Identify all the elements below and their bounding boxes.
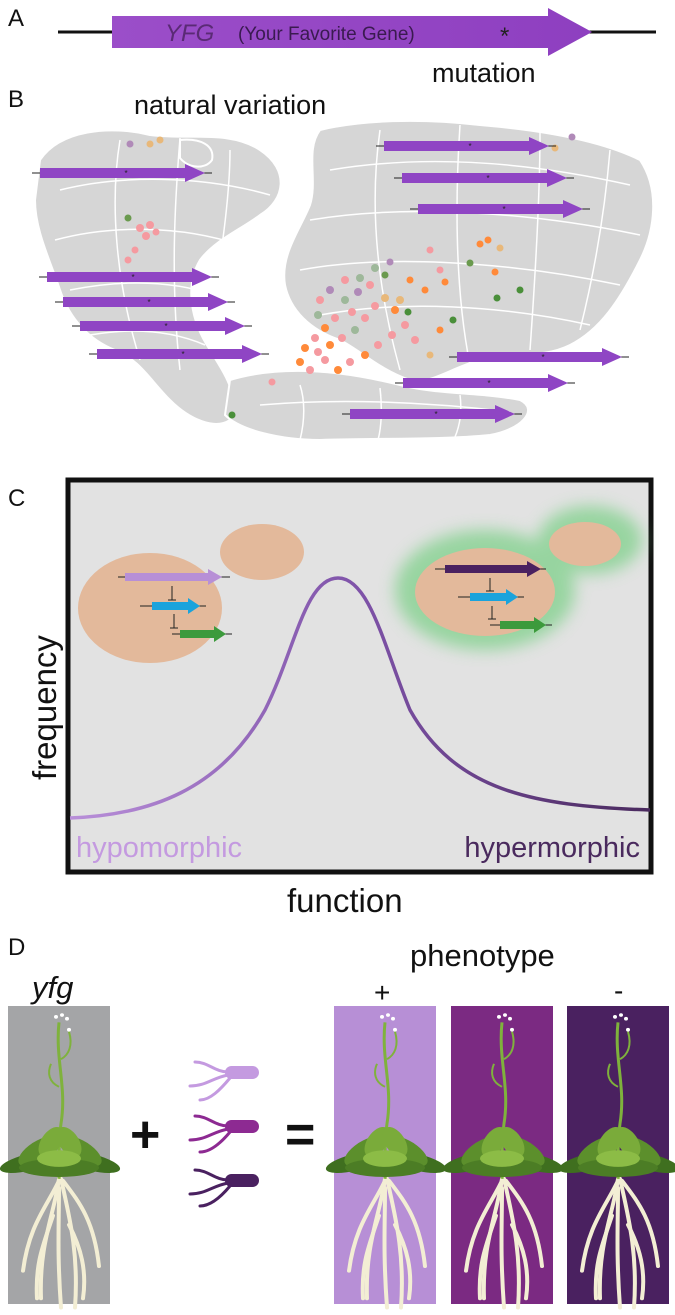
panel-b-label: B	[8, 86, 24, 113]
bacterium-light-icon	[188, 1060, 259, 1102]
panel-b-title: natural variation	[134, 90, 326, 120]
phenotype-title: phenotype	[410, 938, 555, 973]
world-map	[33, 119, 655, 442]
panel-a: A YFG (Your Favorite Gene) * mutation	[8, 5, 656, 88]
hypermorphic-label: hypermorphic	[464, 832, 640, 864]
yeast-hypermorphic	[395, 506, 642, 650]
plus-sign: +	[130, 1106, 160, 1164]
bacterium-dark-icon	[188, 1168, 259, 1208]
phenotype-positive-sign: +	[374, 977, 390, 1008]
panel-b: B natural variation	[8, 86, 655, 442]
yeast-hypomorphic	[78, 524, 304, 663]
y-axis-label: frequency	[26, 635, 63, 780]
function-distribution-curve	[69, 576, 651, 820]
hypomorphic-label: hypomorphic	[76, 832, 242, 864]
panel-d-label: D	[8, 934, 25, 961]
gene-fullname: (Your Favorite Gene)	[238, 24, 415, 45]
bacterium-mid-icon	[188, 1114, 259, 1154]
sample-dots	[124, 133, 576, 419]
panel-d: D yfg phenotype + - + =	[0, 934, 675, 1310]
mutation-marker: *	[500, 23, 509, 50]
panel-a-label: A	[8, 5, 24, 32]
equals-sign: =	[285, 1106, 315, 1164]
mutation-label: mutation	[432, 58, 536, 88]
x-axis-label: function	[287, 882, 403, 919]
panel-c: C	[8, 477, 654, 919]
phenotype-negative-sign: -	[614, 975, 623, 1006]
gene-symbol: YFG	[165, 20, 214, 47]
yfg-gene-arrow	[112, 8, 592, 56]
genotype-label: yfg	[30, 970, 73, 1005]
panel-c-label: C	[8, 485, 25, 512]
